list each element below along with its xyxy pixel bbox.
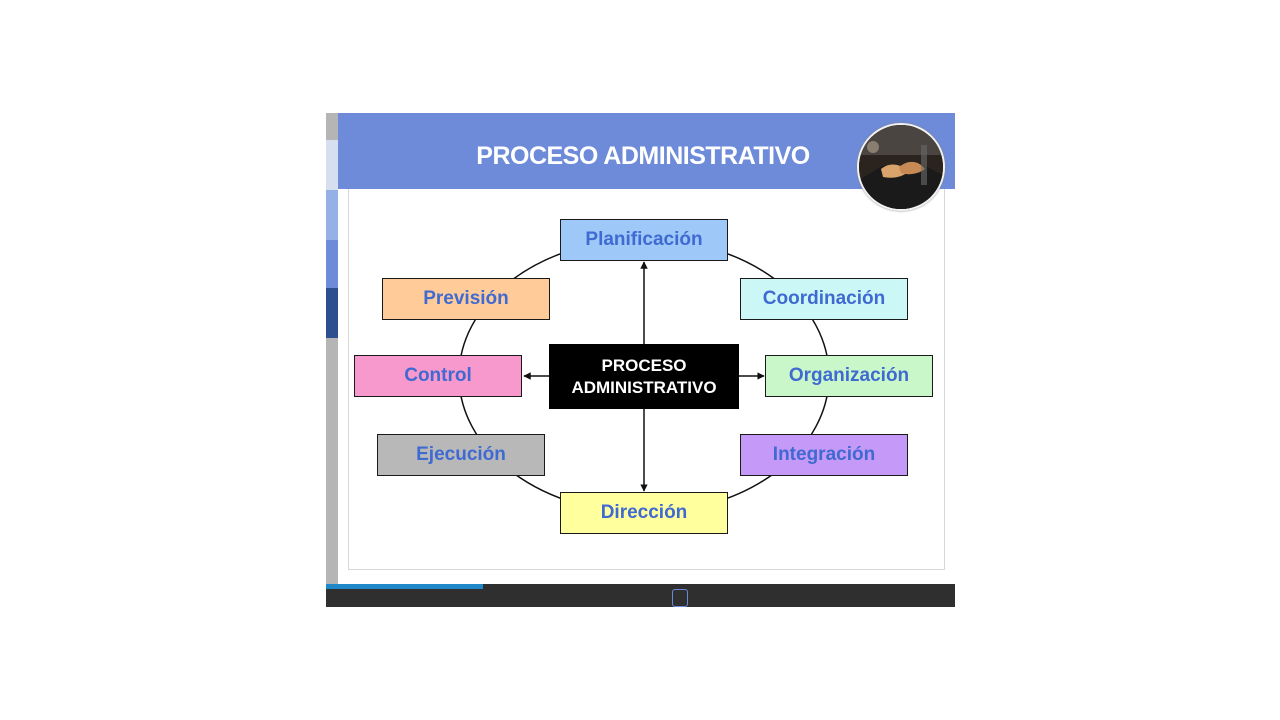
node-planificacion: Planificación [560,219,728,261]
node-ejecucion: Ejecución [377,434,545,476]
handshake-icon [859,125,943,209]
node-integracion: Integración [740,434,908,476]
handshake-photo [857,123,945,211]
center-node: PROCESO ADMINISTRATIVO [549,344,739,409]
presentation-viewer: PROCESO ADMINISTRATIVO Planificación Coo… [326,113,955,607]
node-coordinacion: Coordinación [740,278,908,320]
progress-bar[interactable] [326,584,484,589]
slide-title: PROCESO ADMINISTRATIVO [476,142,810,170]
page-indicator-icon[interactable] [672,589,688,607]
title-banner [338,113,955,189]
viewer-control-bar [326,584,955,607]
node-direccion: Dirección [560,492,728,534]
node-organizacion: Organización [765,355,933,397]
node-prevision: Previsión [382,278,550,320]
thumbnail-strip[interactable] [326,113,338,584]
node-control: Control [354,355,522,397]
slide: PROCESO ADMINISTRATIVO Planificación Coo… [338,113,955,584]
center-line-1: PROCESO [601,355,687,375]
center-line-2: ADMINISTRATIVO [571,377,717,397]
